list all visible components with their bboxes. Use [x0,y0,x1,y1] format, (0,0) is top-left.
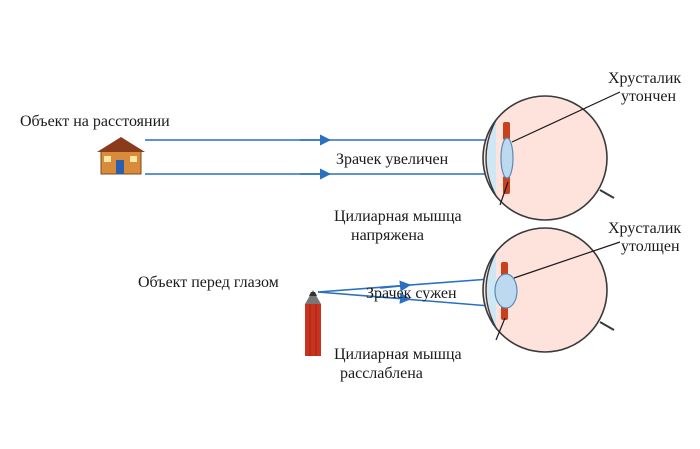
eye-top [482,95,615,221]
ciliary-muscle-bottom-upper [501,262,508,276]
pupil-constricted-label: Зрачек сужен [366,285,457,302]
distant-object-label: Объект на расстоянии [20,113,170,130]
ciliary-tense-label-line1: Цилиарная мышца [334,208,462,225]
pencil-icon [305,290,321,356]
house-icon [97,137,145,175]
near-object-label: Объект перед глазом [138,274,279,291]
eye-bottom [482,227,615,353]
ciliary-relaxed-label-line2: расслаблена [340,365,423,382]
ciliary-muscle-bottom-lower [501,306,508,320]
ciliary-relaxed-label-line1: Цилиарная мышца [334,346,462,363]
lens-thin-label-line2: утончен [621,88,677,105]
lens-thin-label-line1: Хрусталик [608,70,682,87]
lens-thick-label-line2: утолщен [621,238,680,255]
muscle-pointer-bottom [495,317,506,341]
lens-thick-label-line1: Хрусталик [608,220,682,237]
lens-pointer-bottom [513,241,621,279]
ciliary-muscle-top-upper [503,122,510,140]
lens-top-thin [500,137,514,179]
muscle-pointer-top [499,181,509,206]
pupil-dilated-label: Зрачек увеличен [336,151,449,168]
lens-bottom-thick [494,273,518,309]
lens-pointer-top [511,91,621,143]
ciliary-tense-label-line2: напряжена [351,227,424,244]
